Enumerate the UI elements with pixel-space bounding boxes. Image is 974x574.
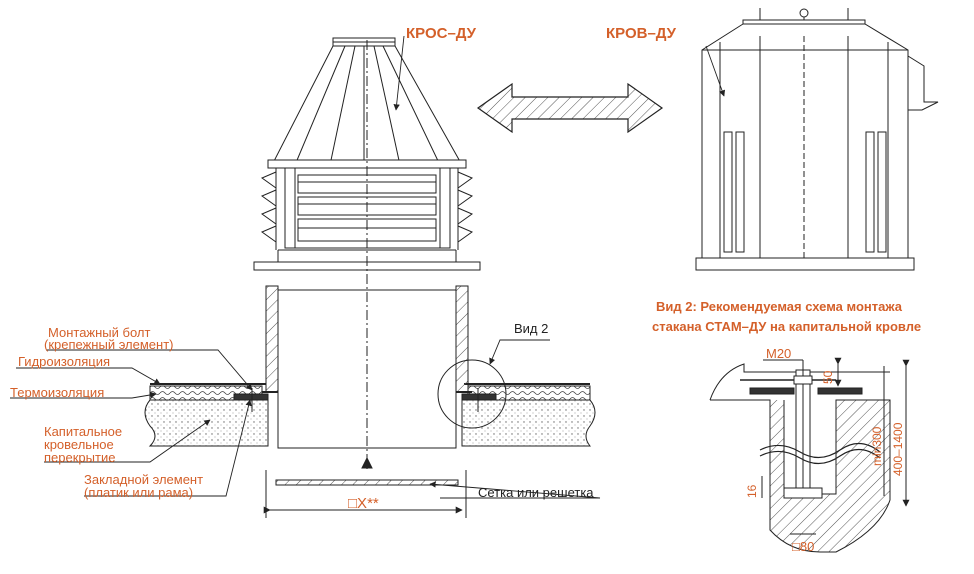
vid2-title-line2: стакана СТАМ–ДУ на капитальной кровле	[652, 319, 922, 334]
dim-50: 50	[821, 370, 835, 384]
insulation-label: Термоизоляция	[10, 385, 105, 400]
slab-label-line2: кровельное	[44, 437, 114, 452]
leader-lines	[10, 35, 726, 499]
krov-du-title: КРОВ–ДУ	[606, 25, 677, 42]
grille-label: Сетка или решетка	[478, 485, 594, 500]
stam-stand	[262, 40, 472, 518]
dim-min300: min300	[870, 426, 884, 466]
interchange-arrow	[476, 82, 664, 134]
vid2-marker-label: Вид 2	[514, 321, 549, 336]
vid2-title-line1: Вид 2: Рекомендуемая схема монтажа	[656, 299, 902, 314]
embedded-sublabel: (платик или рама)	[84, 485, 194, 500]
size-x-label: □X**	[348, 495, 379, 512]
embedded-label: Закладной элемент	[84, 472, 204, 487]
bolt-label: Монтажный болт	[48, 325, 151, 340]
slab-label-line3: перекрытие	[44, 450, 116, 465]
krov-du-fan	[695, 8, 939, 271]
bolt-sublabel: (крепежный элемент)	[44, 337, 174, 352]
waterproof-label: Гидроизоляция	[18, 354, 111, 369]
dim-16: 16	[745, 484, 759, 498]
kros-du-title: КРОС–ДУ	[406, 25, 477, 42]
slab-label-line1: Капитальное	[44, 424, 123, 439]
dim-sq80: □80	[792, 539, 815, 554]
vid2-circle	[437, 359, 507, 429]
vid2-detail	[709, 357, 910, 553]
dim-400-1400: 400–1400	[891, 422, 905, 476]
dim-m20: M20	[766, 346, 792, 361]
